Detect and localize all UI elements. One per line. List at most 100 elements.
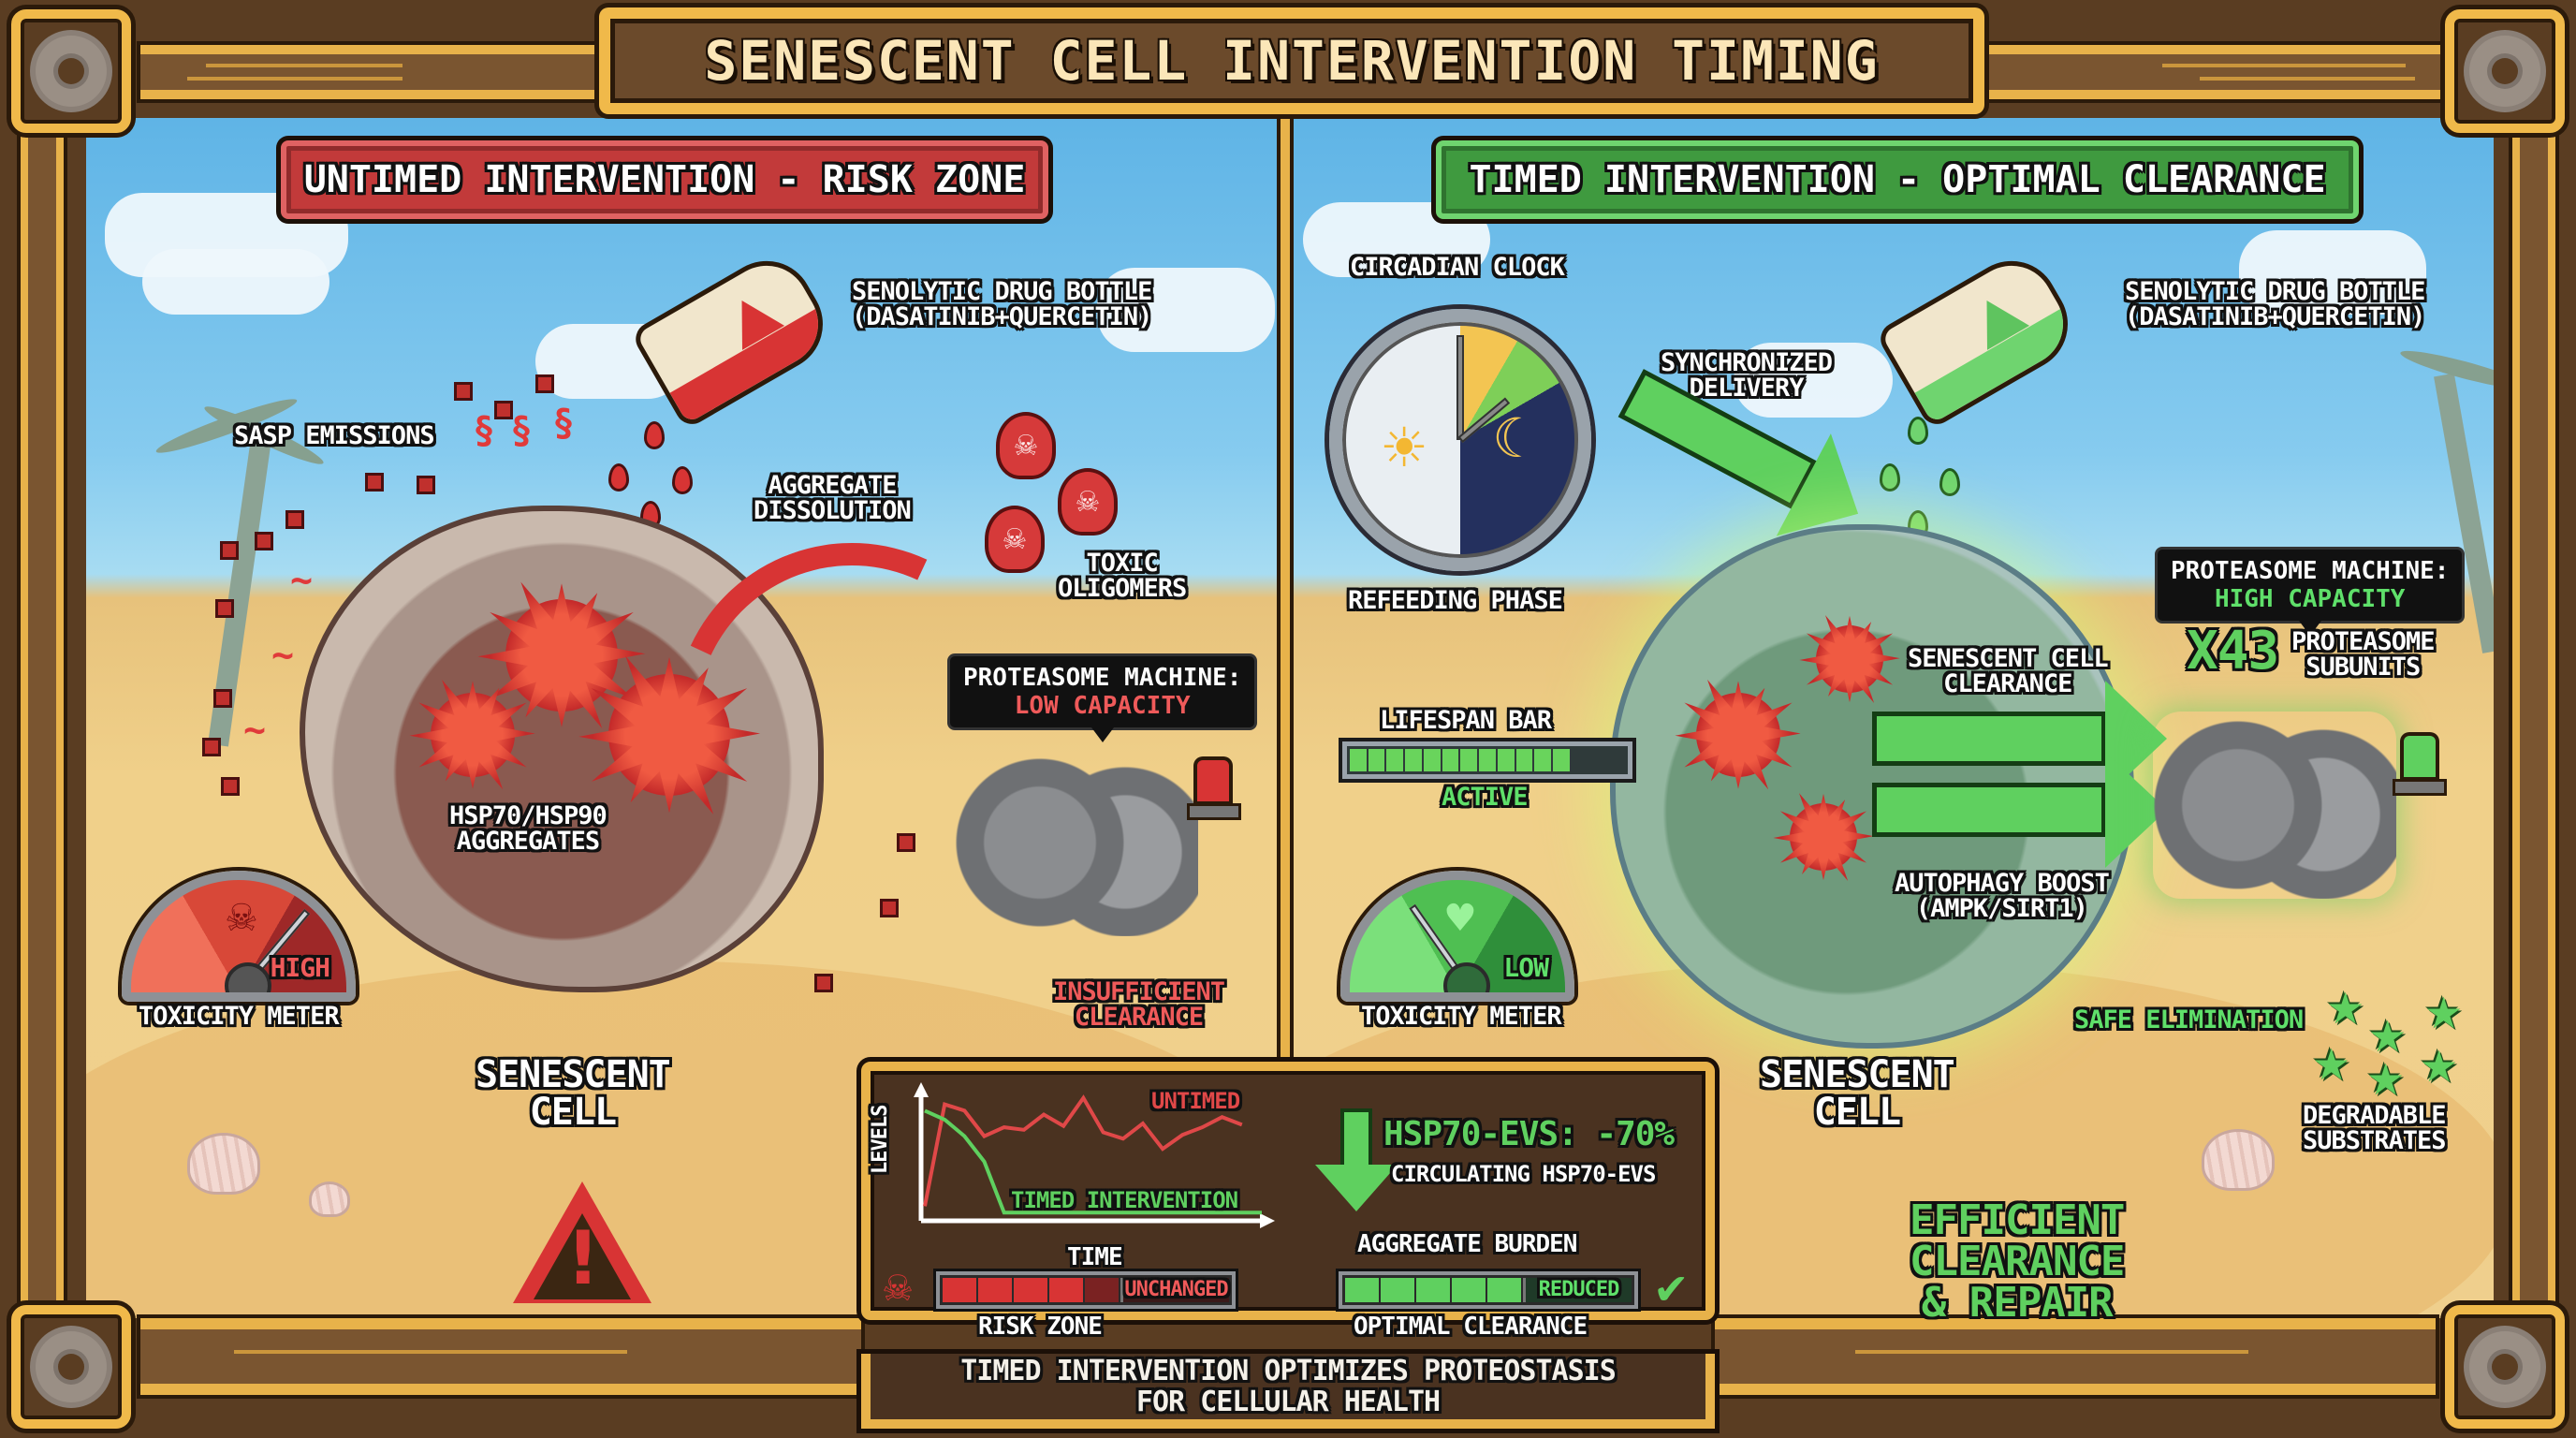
toxic-oligomer-icon: ☠ (1058, 468, 1118, 536)
chart-ylabel: LEVELS (869, 1105, 892, 1174)
risk-zone-caption: RISK ZONE (978, 1313, 1103, 1341)
sasp-particle (880, 899, 899, 917)
sasp-particle (494, 401, 513, 419)
aggregate-burden-label: AGGREGATE BURDEN (1357, 1230, 1577, 1258)
sasp-wave-icon: § (510, 409, 534, 452)
chart-xlabel: TIME (1067, 1243, 1123, 1271)
sasp-particle (417, 476, 435, 494)
subunits-count: x43 (2187, 621, 2279, 682)
circadian-clock-label: CIRCADIAN CLOCK (1350, 253, 1565, 282)
side-rail-left (21, 103, 64, 1320)
summary-footer: TIMED INTERVENTION OPTIMIZES PROTEOSTASI… (861, 1354, 1715, 1429)
aggregate-icon (608, 674, 730, 796)
untimed-series (923, 1094, 1243, 1207)
timed-legend: TIMED INTERVENTION (1011, 1187, 1238, 1213)
efficient-clearance-label: EFFICIENT CLEARANCE & REPAIR (1910, 1196, 2125, 1327)
hsp70-headline: HSP70-EVs: -70% (1383, 1115, 1675, 1153)
toxic-oligomer-icon: ☠ (985, 506, 1045, 573)
insufficient-clearance-label: INSUFFICIENT CLEARANCE (1053, 977, 1225, 1032)
bottle-label-right: SENOLYTIC DRUG BOTTLE (DASATINIB+QUERCET… (2125, 277, 2425, 331)
summary-panel: LEVELS UNTIMED TIMED INTERVENTION TIME H… (861, 1062, 1715, 1320)
lifespan-bar (1342, 741, 1632, 779)
sasp-particle (215, 599, 234, 618)
aggregate-icon (1816, 625, 1883, 693)
toxicity-meter-label-right: TOXICITY METER (1361, 1002, 1562, 1031)
sun-icon: ☀ (1380, 416, 1428, 479)
sasp-particle (535, 374, 554, 393)
skull-icon: ☠ (882, 1268, 915, 1309)
bottle-label-left: SENOLYTIC DRUG BOTTLE (DASATINIB+QUERCET… (852, 277, 1152, 331)
gear-icon (36, 1331, 107, 1402)
panel-divider (1277, 118, 1294, 1318)
sasp-particle (897, 833, 915, 852)
levels-chart (914, 1082, 1275, 1228)
drop-icon (1939, 468, 1960, 496)
aggregate-icon (431, 693, 515, 777)
aggregate-dissolution-label: AGGREGATE DISSOLUTION (754, 471, 912, 525)
degradable-substrates-label: DEGRADABLE SUBSTRATES (2303, 1101, 2447, 1155)
sasp-particle (365, 473, 384, 492)
top-rail-left (140, 45, 608, 99)
proteasome-low-tooltip: PROTEASOME MACHINE: LOW CAPACITY (947, 653, 1258, 742)
risk-burden-bar: UNCHANGED (936, 1271, 1236, 1309)
footer-line-2: FOR CELLULAR HEALTH (1135, 1386, 1441, 1418)
hsp70-subtitle: CIRCULATING HSP70-EVs (1391, 1161, 1656, 1187)
clearance-arrow-icon (1872, 752, 2167, 868)
bottom-rail-right (1715, 1318, 2436, 1395)
proteasome-subunits-label: PROTEASOME SUBUNITS (2291, 627, 2436, 682)
corner-gear-bottom-right (2445, 1305, 2565, 1429)
clock-hand (1456, 335, 1464, 440)
clearance-arrow-icon (1872, 681, 2167, 797)
sasp-label: SASP EMISSIONS (234, 421, 435, 450)
active-beacon-icon (2400, 732, 2439, 781)
sasp-wave-icon: ~ (290, 559, 314, 602)
sasp-wave-icon: ~ (243, 709, 267, 752)
footer-line-1: TIMED INTERVENTION OPTIMIZES PROTEOSTASI… (960, 1355, 1617, 1387)
moon-icon: ☾ (1492, 406, 1541, 470)
seashell-icon (2202, 1129, 2275, 1191)
safe-elimination-label: SAFE ELIMINATION (2074, 1005, 2304, 1034)
optimal-clearance-caption: OPTIMAL CLEARANCE (1354, 1313, 1588, 1341)
star-icon: ★ (2366, 1054, 2406, 1105)
bottom-rail-left (140, 1318, 861, 1395)
sasp-particle (213, 689, 232, 708)
optimal-burden-bar: REDUCED (1339, 1271, 1638, 1309)
senescent-cell-label-left: SENESCENT CELL (476, 1053, 671, 1134)
drop-icon (672, 466, 693, 494)
sasp-particle (202, 738, 221, 756)
corner-gear-top-left (11, 9, 131, 133)
alarm-beacon-icon (1193, 756, 1233, 805)
sasp-wave-icon: § (473, 409, 496, 452)
toxic-oligomer-icon: ☠ (996, 412, 1056, 479)
drop-icon (1908, 417, 1928, 445)
circadian-clock: ☀ ☾ (1329, 309, 1591, 571)
star-icon: ★ (2420, 1041, 2459, 1092)
toxic-oligomers-label: TOXIC OLIGOMERS (1058, 549, 1187, 603)
aggregate-icon (1696, 693, 1780, 777)
star-icon: ★ (2368, 1011, 2408, 1062)
lifespan-bar-label: LIFESPAN BAR (1380, 706, 1552, 735)
toxicity-meter-label-left: TOXICITY METER (139, 1002, 340, 1031)
sasp-particle (454, 382, 473, 401)
lifespan-status: ACTIVE (1442, 783, 1529, 812)
sasp-particle (220, 541, 239, 560)
aggregates-label: HSP70/HSP90 AGGREGATES (449, 801, 607, 856)
drop-icon (1880, 463, 1900, 492)
gear-icon (2469, 1331, 2540, 1402)
top-rail-right (1975, 45, 2443, 99)
star-icon: ★ (2312, 1039, 2351, 1090)
untimed-legend: UNTIMED (1151, 1088, 1240, 1114)
synchronized-delivery-label: SYNCHRONIZED DELIVERY (1661, 348, 1833, 403)
timed-series (924, 1108, 1262, 1215)
gear-icon (2469, 36, 2540, 107)
drop-icon (608, 463, 629, 492)
corner-gear-top-right (2445, 9, 2565, 133)
page-title: SENESCENT CELL INTERVENTION TIMING (704, 29, 1880, 93)
sasp-particle (255, 532, 273, 550)
senescent-cell-clearance-label: SENESCENT CELL CLEARANCE (1908, 644, 2109, 698)
proteasome-high-tooltip: PROTEASOME MACHINE: HIGH CAPACITY (2155, 547, 2466, 636)
aggregate-icon (1790, 803, 1857, 871)
sasp-wave-icon: ~ (271, 634, 295, 677)
proteasome-machine-broken (955, 749, 1198, 936)
drop-icon (644, 421, 665, 449)
